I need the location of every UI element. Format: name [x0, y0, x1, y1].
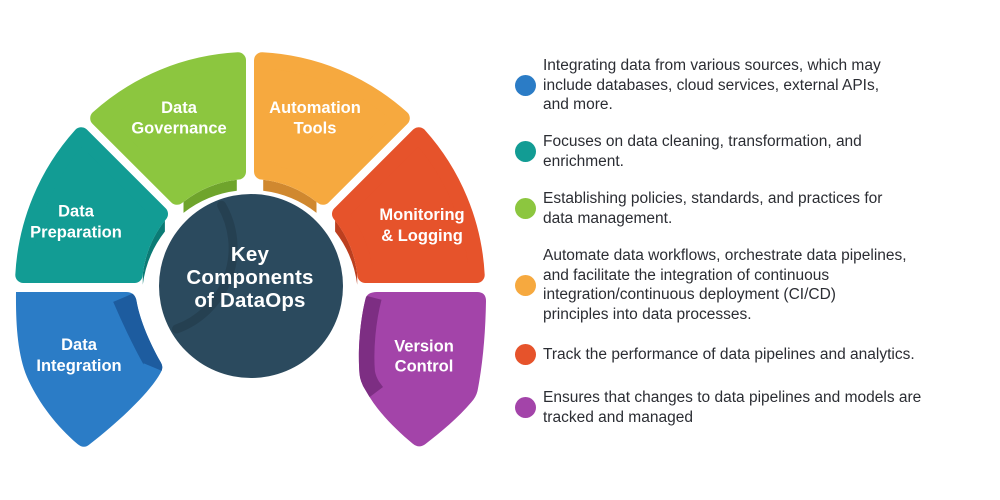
label-data-preparation-1: Data — [58, 203, 95, 221]
legend-bullet-data-preparation-icon — [515, 141, 536, 162]
legend-item-data-governance: Establishing policies, standards, and pr… — [515, 189, 985, 228]
legend-text-monitoring-logging: Track the performance of data pipelines … — [543, 345, 915, 363]
hub-title-line3: of DataOps — [194, 289, 305, 312]
segment-monitoring-logging-shade — [335, 220, 358, 285]
legend-item-monitoring-logging: Track the performance of data pipelines … — [515, 344, 985, 365]
hub-title-line2: Components — [186, 266, 313, 289]
segment-data-integration — [15, 292, 163, 447]
segment-version-control-fold — [358, 292, 383, 405]
hub-title-line1: Key — [231, 243, 270, 266]
segment-automation-tools — [254, 52, 410, 205]
dataops-wheel: Key Components of DataOps Data Governanc… — [15, 52, 486, 447]
label-data-integration-1: Data — [61, 336, 98, 354]
legend-text-automation-tools: Automate data workflows, orchestrate dat… — [543, 247, 907, 323]
segment-monitoring-logging — [332, 127, 485, 283]
label-monitoring-logging-1: Monitoring — [379, 206, 464, 224]
segment-version-control — [358, 292, 486, 447]
label-data-preparation-2: Preparation — [30, 224, 122, 242]
label-version-control-1: Version — [394, 338, 454, 356]
legend-bullet-version-control-icon — [515, 397, 536, 418]
label-data-integration-2: Integration — [36, 357, 121, 375]
segment-automation-tools-shade — [263, 179, 317, 213]
legend: Integrating data from various sources, w… — [515, 0, 985, 500]
hub-circle — [159, 194, 343, 378]
label-data-governance-1: Data — [161, 99, 198, 117]
label-automation-tools-2: Tools — [294, 120, 337, 138]
legend-item-data-preparation: Focuses on data cleaning, transformation… — [515, 132, 985, 171]
legend-bullet-data-integration-icon — [515, 74, 536, 96]
label-version-control-2: Control — [395, 358, 454, 376]
legend-item-data-integration: Integrating data from various sources, w… — [515, 56, 985, 115]
legend-text-data-governance: Establishing policies, standards, and pr… — [543, 190, 883, 227]
legend-text-data-preparation: Focuses on data cleaning, transformation… — [543, 133, 862, 170]
legend-item-automation-tools: Automate data workflows, orchestrate dat… — [515, 246, 985, 324]
segment-data-governance-shade — [183, 179, 237, 213]
legend-text-data-integration: Integrating data from various sources, w… — [543, 57, 881, 113]
segment-data-integration-fold — [113, 292, 163, 375]
hub-inner-shadow — [172, 200, 238, 334]
label-monitoring-logging-2: & Logging — [381, 227, 463, 245]
segment-data-preparation — [15, 127, 168, 283]
label-data-governance-2: Governance — [131, 120, 226, 138]
legend-bullet-automation-tools-icon — [515, 274, 536, 296]
label-automation-tools-1: Automation — [269, 99, 361, 117]
segment-data-preparation-shade — [142, 220, 165, 285]
legend-bullet-monitoring-logging-icon — [515, 344, 536, 365]
legend-bullet-data-governance-icon — [515, 198, 536, 219]
legend-text-version-control: Ensures that changes to data pipelines a… — [543, 389, 922, 426]
legend-item-version-control: Ensures that changes to data pipelines a… — [515, 388, 985, 427]
segment-data-governance — [90, 52, 246, 205]
